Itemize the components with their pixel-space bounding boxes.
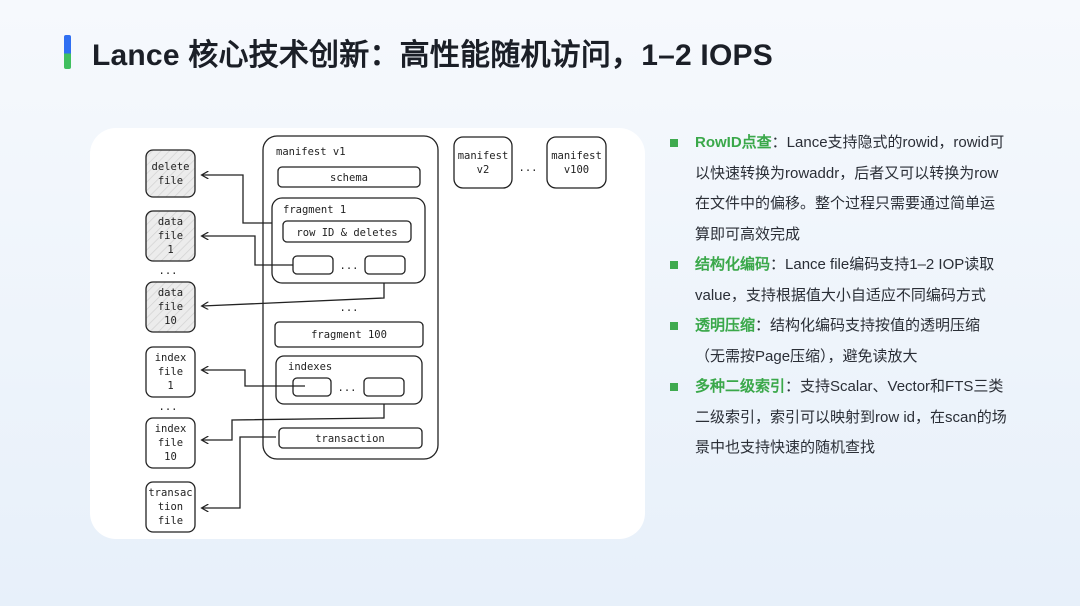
arrow-to-transaction-file <box>202 436 276 508</box>
feature-list: RowID点查：Lance支持隐式的rowid，rowid可以快速转换为rowa… <box>668 128 1008 464</box>
bullet-square-icon <box>670 383 678 391</box>
feature-heading: 结构化编码 <box>695 256 771 273</box>
svg-text:index: index <box>155 423 187 435</box>
svg-text:file: file <box>158 175 183 187</box>
svg-text:file: file <box>158 301 183 313</box>
svg-text:v100: v100 <box>564 164 589 176</box>
file-delete: delete file <box>145 149 196 198</box>
arrow-to-data-file-1 <box>202 236 293 266</box>
fragment-1-file-slot <box>364 255 406 275</box>
svg-text:...: ... <box>340 260 359 272</box>
file-transaction: transac tion file <box>145 481 196 533</box>
feature-text: ：Lance支持隐式的rowid，rowid可以快速转换为rowaddr，后者又… <box>695 134 1005 243</box>
svg-text:10: 10 <box>164 315 177 327</box>
transaction-box <box>278 427 423 449</box>
file-data-10: data file 10 <box>145 281 196 333</box>
manifest-v100: manifest v100 <box>546 136 607 189</box>
fragment-100-box <box>274 321 424 348</box>
feature-text: ：支持Scalar、Vector和FTS三类二级索引，索引可以映射到row id… <box>695 378 1007 456</box>
feature-text: ：结构化编码支持按值的透明压缩（无需按Page压缩），避免读放大 <box>695 317 981 365</box>
index-slot <box>292 377 332 397</box>
bullet-square-icon <box>670 261 678 269</box>
svg-text:file: file <box>158 366 183 378</box>
svg-text:file: file <box>158 515 183 527</box>
manifest-v1: manifest v1 schema fragment 1 row ID & d… <box>262 135 439 460</box>
svg-text:1: 1 <box>167 380 173 392</box>
feature-heading: RowID点查 <box>695 134 772 151</box>
svg-text:1: 1 <box>167 244 173 256</box>
svg-text:data: data <box>158 287 183 299</box>
arrow-to-delete-file <box>202 175 272 224</box>
svg-text:index: index <box>155 352 187 364</box>
svg-text:indexes: indexes <box>288 361 332 373</box>
bullet-square-icon <box>670 139 678 147</box>
svg-text:schema: schema <box>330 172 368 184</box>
svg-text:fragment 1: fragment 1 <box>283 204 346 216</box>
svg-text:...: ... <box>340 302 359 314</box>
manifest-v2: manifest v2 <box>453 136 513 189</box>
index-slot <box>363 377 405 397</box>
connector-arrows <box>202 175 385 508</box>
feature-item: 多种二级索引：支持Scalar、Vector和FTS三类二级索引，索引可以映射到… <box>668 372 1008 464</box>
row-id-deletes-box <box>282 220 412 243</box>
ellipsis-manifests: ... <box>519 162 538 174</box>
feature-item: 结构化编码：Lance file编码支持1–2 IOP读取value，支持根据值… <box>668 250 1008 311</box>
svg-text:delete: delete <box>152 161 190 173</box>
svg-text:transaction: transaction <box>315 433 385 445</box>
title-accent-bar <box>64 35 71 69</box>
file-data-1: data file 1 <box>145 210 196 262</box>
page-title: Lance 核心技术创新：高性能随机访问，1–2 IOPS <box>92 39 773 72</box>
arrow-to-index-file-10 <box>202 404 385 440</box>
svg-text:...: ... <box>338 382 357 394</box>
feature-text: ：Lance file编码支持1–2 IOP读取value，支持根据值大小自适应… <box>695 256 995 304</box>
fragment-1-box <box>271 197 426 284</box>
feature-heading: 透明压缩 <box>695 317 756 334</box>
feature-item: 透明压缩：结构化编码支持按值的透明压缩（无需按Page压缩），避免读放大 <box>668 311 1008 372</box>
bullet-square-icon <box>670 322 678 330</box>
schema-box <box>277 166 421 188</box>
manifest-v1-label: manifest v1 <box>276 146 346 158</box>
svg-text:data: data <box>158 216 183 228</box>
svg-text:tion: tion <box>158 501 183 513</box>
ellipsis-data-files: ... <box>159 265 178 277</box>
diagram-panel: delete file data file 1 ... data file 10… <box>90 128 645 539</box>
file-index-1: index file 1 <box>145 346 196 398</box>
svg-text:manifest: manifest <box>551 150 602 162</box>
feature-heading: 多种二级索引 <box>695 378 786 395</box>
feature-item: RowID点查：Lance支持隐式的rowid，rowid可以快速转换为rowa… <box>668 128 1008 250</box>
svg-text:file: file <box>158 437 183 449</box>
svg-text:manifest: manifest <box>458 150 509 162</box>
svg-text:v2: v2 <box>477 164 490 176</box>
svg-text:row ID & deletes: row ID & deletes <box>296 227 397 239</box>
svg-text:transac: transac <box>148 487 192 499</box>
arrow-to-index-file-1 <box>202 370 305 387</box>
svg-text:file: file <box>158 230 183 242</box>
fragment-1-file-slot <box>292 255 334 275</box>
indexes-box <box>275 355 423 405</box>
svg-text:fragment 100: fragment 100 <box>311 329 387 341</box>
architecture-diagram: delete file data file 1 ... data file 10… <box>145 135 607 533</box>
svg-text:10: 10 <box>164 451 177 463</box>
ellipsis-index-files: ... <box>159 401 178 413</box>
file-index-10: index file 10 <box>145 417 196 469</box>
